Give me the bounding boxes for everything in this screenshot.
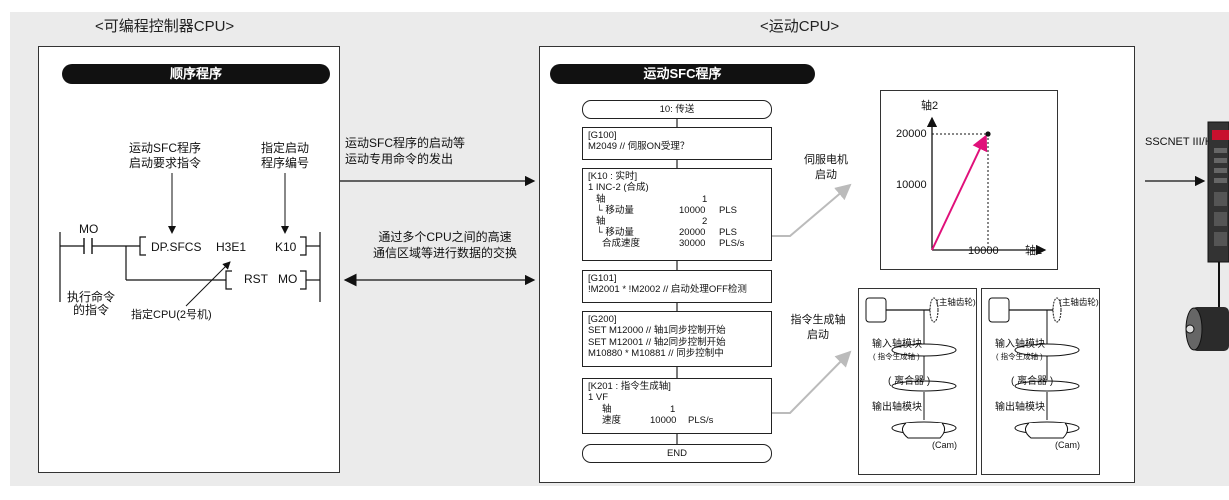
servo-start-label: 伺服电机启动 — [804, 154, 848, 181]
sscnet-label: SSCNET III/H — [1145, 136, 1213, 148]
output-block-right: 输出轴模块 — [995, 402, 1045, 413]
motion-sfc-pill: 运动SFC程序 — [550, 64, 815, 84]
sequence-program-pill: 顺序程序 — [62, 64, 330, 84]
input-block-right: 输入轴模块 — [995, 339, 1045, 350]
main-gear-label-right: (主轴齿轮) — [1059, 297, 1099, 307]
top-arrow-label: 运动SFC程序的启动等运动专用命令的发出 — [345, 136, 466, 166]
sync-module-left-drawing — [865, 297, 957, 439]
input-sub-left: ( 指令生成轴 ) — [873, 352, 920, 361]
servo-amplifier-and-motor — [1185, 121, 1229, 351]
cmd-axis-start-label: 指令生成轴启动 — [790, 314, 846, 341]
graph-x-tick-10000: 10000 — [968, 245, 999, 257]
graph-x-label: 轴1 — [1025, 245, 1043, 257]
sfc-step-start: 10: 传送 — [582, 100, 772, 119]
output-block-left: 输出轴模块 — [872, 402, 922, 413]
clutch-left: ( 离合器 ) — [888, 376, 931, 387]
rst-mo-instr: MO — [278, 272, 298, 286]
program-no-label: 指定启动程序编号 — [260, 141, 309, 170]
trajectory-plot-svg — [926, 116, 1047, 256]
sfc-g101-box: [G101] !M2001 * !M2002 // 启动处理OFF检测 — [582, 270, 772, 303]
plc-cpu-title: <可编程控制器CPU> — [95, 18, 235, 35]
rst-instr: RST — [244, 272, 268, 286]
sfc-request-label: 运动SFC程序启动要求指令 — [128, 141, 201, 170]
graph-y-tick-10000: 10000 — [896, 179, 927, 191]
cpu-designation-label: 指定CPU(2号机) — [131, 309, 212, 321]
sfc-step-end: END — [582, 444, 772, 463]
sfc-g100-box: [G100] M2049 // 伺服ON受理？ — [582, 127, 772, 160]
contact-mo-label: MO — [79, 222, 99, 236]
clutch-right: ( 离合器 ) — [1011, 376, 1054, 387]
sfc-g200-box: [G200] SET M12000 // 轴1同步控制开始 SET M12001… — [582, 311, 772, 367]
input-sub-right: ( 指令生成轴 ) — [996, 352, 1043, 361]
exec-command-label: 执行命令的指令 — [66, 290, 115, 317]
k10-instr: K10 — [275, 240, 297, 254]
input-block-left: 输入轴模块 — [872, 339, 922, 350]
cam-label-right: (Cam) — [1055, 440, 1080, 450]
graph-y-tick-20000: 20000 — [896, 128, 927, 140]
graph-y-label: 轴2 — [921, 100, 939, 112]
motion-cpu-title: <运动CPU> — [760, 18, 840, 35]
dp-sfcs-instr: DP.SFCS — [151, 240, 202, 254]
bottom-arrow-label: 通过多个CPU之间的高速通信区域等进行数据的交换 — [372, 230, 517, 260]
cam-label-left: (Cam) — [932, 440, 957, 450]
sync-module-right-drawing — [988, 297, 1080, 439]
main-gear-label-left: (主轴齿轮) — [936, 297, 976, 307]
trajectory-graph — [880, 90, 1058, 270]
h3e1-instr: H3E1 — [216, 240, 247, 254]
sequence-program-pane — [38, 46, 340, 473]
